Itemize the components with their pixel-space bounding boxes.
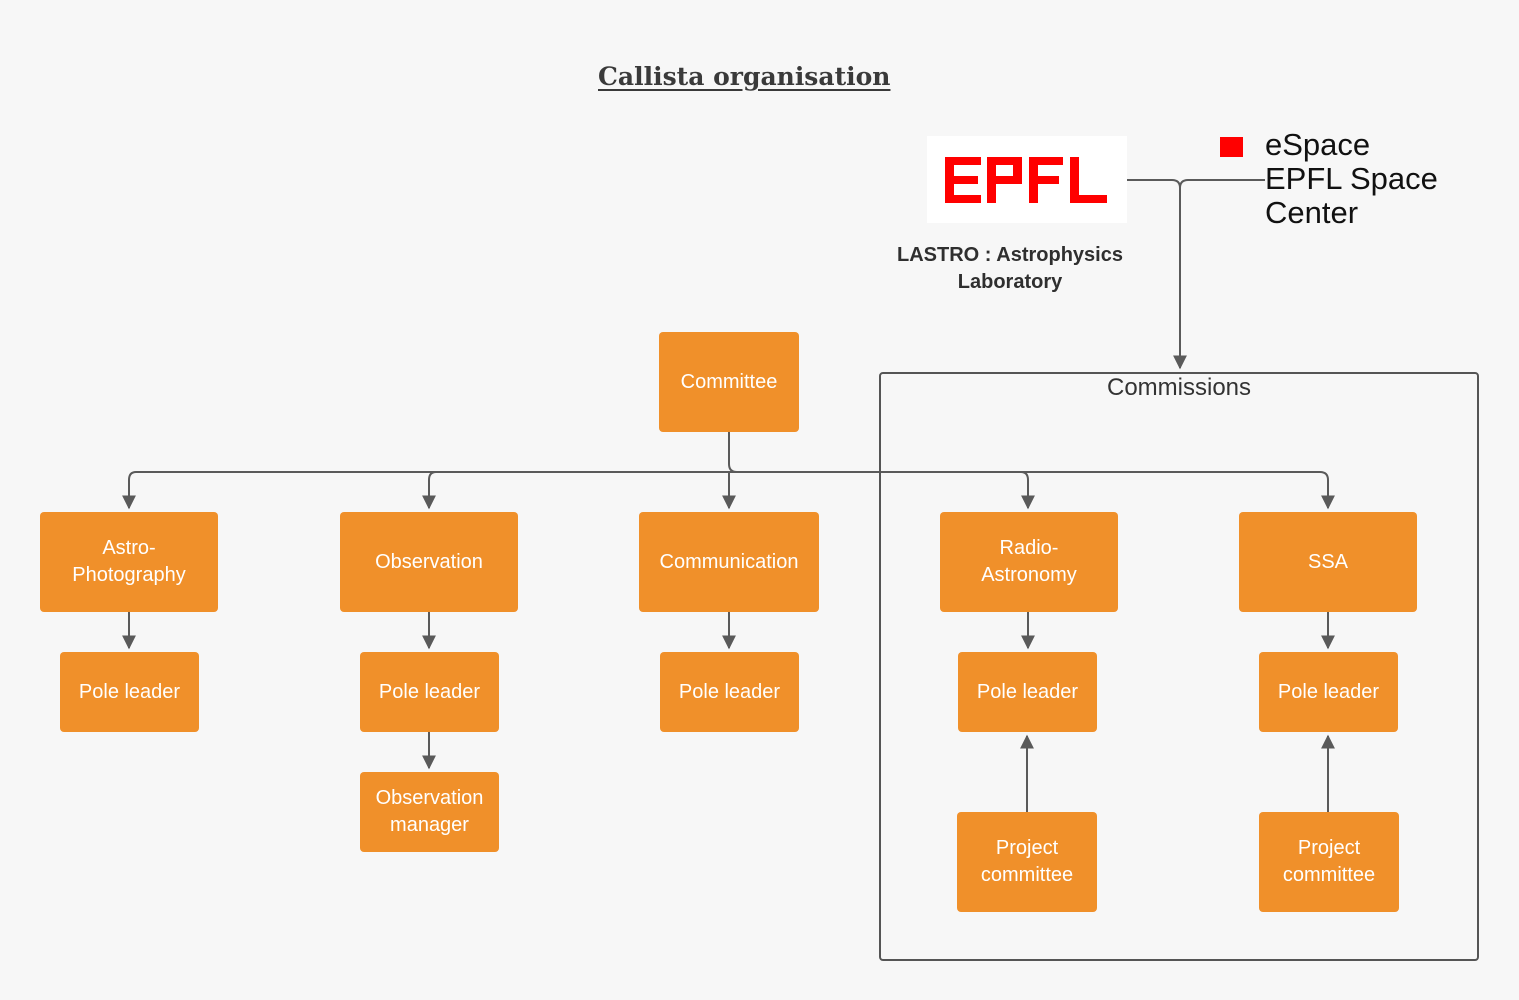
connector-to-astro (122, 471, 137, 510)
epfl-logo (927, 136, 1127, 223)
lastro-label: LASTRO : Astrophysics Laboratory (897, 244, 1123, 293)
connector-committee-trunk (728, 432, 738, 473)
connector-to-ssa (1319, 471, 1335, 510)
espace-logo-square (1220, 137, 1243, 157)
astro-photography-node: Astro- Photography (40, 512, 218, 612)
connector-to-observation (422, 471, 437, 510)
pole-leader-communication-node: Pole leader (660, 652, 799, 732)
epfl-logo-mark (945, 157, 1107, 203)
commissions-label: Commissions (1106, 374, 1252, 401)
observation-node: Observation (340, 512, 518, 612)
pole-leader-radio-node: Pole leader (958, 652, 1097, 732)
connector-to-radio (1020, 471, 1035, 510)
connector-epfl (1127, 179, 1181, 189)
espace-label: eSpace EPFL Space Center (1265, 127, 1438, 230)
pole-leader-observation-node: Pole leader (360, 652, 499, 732)
diagram-title: Callista organisation (598, 62, 891, 91)
ssa-node: SSA (1239, 512, 1417, 612)
communication-node: Communication (639, 512, 819, 612)
project-committee-radio-node: Project committee (957, 812, 1097, 912)
pole-leader-astro-node: Pole leader (60, 652, 199, 732)
committee-node: Committee (659, 332, 799, 432)
pole-leader-ssa-node: Pole leader (1259, 652, 1398, 732)
connector-espace (1179, 179, 1265, 189)
project-committee-ssa-node: Project committee (1259, 812, 1399, 912)
radio-astronomy-node: Radio- Astronomy (940, 512, 1118, 612)
commissions-group (879, 372, 1479, 961)
observation-manager-node: Observation manager (360, 772, 499, 852)
